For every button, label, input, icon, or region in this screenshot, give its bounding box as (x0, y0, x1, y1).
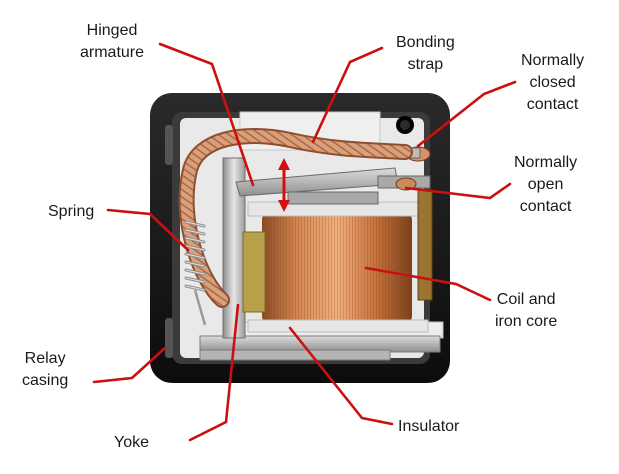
label-line: Coil and (496, 291, 556, 308)
coil-winding-texture (262, 212, 412, 324)
contact-terminal (417, 189, 433, 301)
pointer-hinged-armature (158, 42, 255, 187)
pointer-bonding-strap (311, 46, 384, 144)
label-line: closed (529, 74, 576, 91)
label-line: open (527, 176, 564, 193)
label-insulator: Insulator (398, 416, 459, 438)
casing-hole (400, 120, 410, 130)
bobbin-bottom (247, 319, 429, 333)
casing-slot (165, 318, 173, 358)
bottom-terminal-bar-lower (199, 349, 391, 361)
label-relay-casing: Relay casing (22, 348, 68, 392)
yoke-bracket (242, 231, 266, 313)
label-line: contact (526, 96, 579, 113)
label-line: Normally (514, 154, 578, 171)
label-line: Insulator (398, 418, 460, 435)
label-line: Relay (24, 350, 66, 367)
pointer-lines (92, 42, 517, 442)
bonding-strap-braid (180, 129, 411, 306)
label-hinged-armature: Hinged armature (80, 20, 144, 64)
label-bonding-strap: Bonding strap (396, 32, 455, 76)
pointer-yoke (188, 303, 240, 442)
label-line: Bonding (396, 34, 455, 51)
label-line: Hinged (86, 22, 138, 39)
label-line: Normally (521, 52, 585, 69)
casing-slot (165, 125, 173, 165)
label-line: casing (22, 372, 69, 389)
pointer-coil (364, 266, 492, 302)
pointer-normally-open (404, 182, 512, 200)
pointer-spring (106, 208, 190, 252)
armature-pad (287, 191, 379, 205)
label-line: strap (407, 56, 444, 73)
label-line: iron core (495, 313, 558, 330)
armature-travel-arrow (278, 158, 290, 212)
pointer-relay-casing (92, 346, 167, 384)
normally-open-contact-point (395, 177, 417, 191)
label-yoke: Yoke (114, 432, 149, 454)
label-normally-closed-contact: Normally closed contact (521, 50, 584, 116)
label-spring: Spring (48, 201, 94, 223)
label-line: armature (80, 44, 145, 61)
label-coil-and-iron-core: Coil and iron core (495, 289, 557, 333)
pointer-normally-closed (416, 80, 517, 148)
spring (184, 220, 207, 326)
pointer-insulator (288, 326, 394, 426)
label-normally-open-contact: Normally open contact (514, 152, 577, 218)
label-line: Spring (48, 203, 95, 220)
label-line: contact (519, 198, 572, 215)
label-line: Yoke (114, 434, 149, 451)
